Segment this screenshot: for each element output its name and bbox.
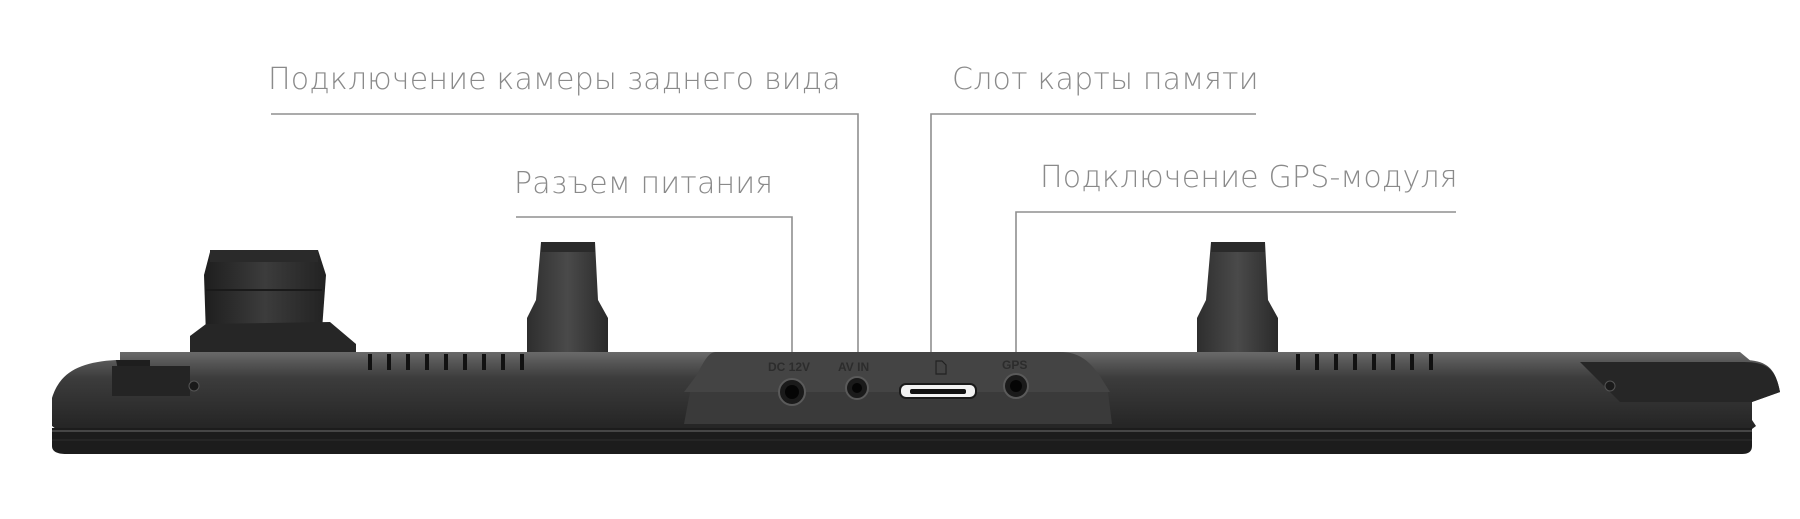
memory-card-callout-label: Слот карты памяти [952, 62, 1259, 97]
gps-connector-callout-label: Подключение GPS-модуля [1040, 160, 1458, 195]
rear-camera-leader-line [271, 113, 859, 374]
right-vent-slots [1296, 354, 1433, 370]
rear-camera-callout-label: Подключение камеры заднего вида [268, 62, 841, 97]
left-mounting-clip [527, 242, 608, 366]
power-connector-callout-label: Разъем питания [514, 166, 774, 201]
dc-power-port [778, 378, 806, 406]
memory-card-icon [935, 360, 947, 375]
memory-card-slot [899, 383, 977, 399]
memory-card-leader-line [930, 113, 1256, 360]
right-mounting-clip [1197, 242, 1278, 366]
av-port-label: AV IN [838, 360, 869, 374]
mirror-body [52, 352, 1780, 454]
left-vent-slots [368, 354, 524, 370]
gps-port [1003, 373, 1029, 399]
power-leader-line [516, 216, 793, 376]
gps-port-label: GPS [1002, 358, 1027, 372]
av-in-port [845, 376, 869, 400]
gps-leader-line [1015, 211, 1456, 370]
leader-lines [271, 113, 1456, 376]
front-camera-housing [190, 250, 356, 362]
dc-port-label: DC 12V [768, 360, 810, 374]
